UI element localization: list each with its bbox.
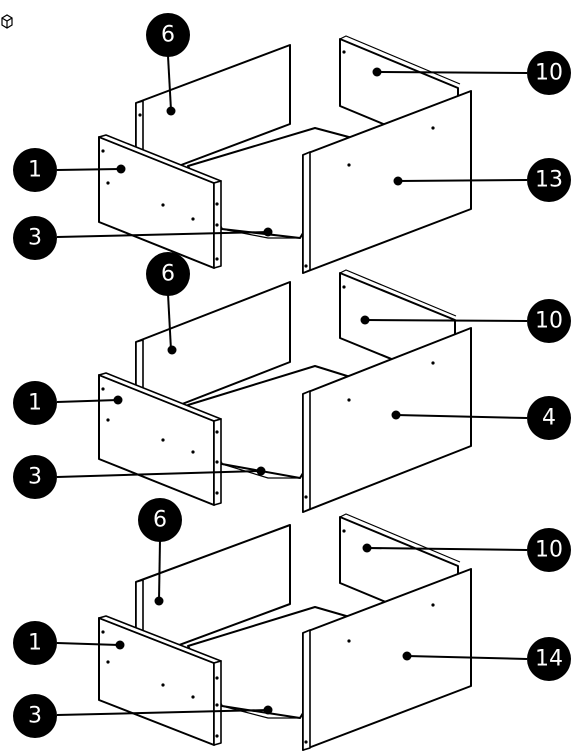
callout-3-bottom: 3	[13, 694, 57, 738]
callout-1-middle: 1	[13, 381, 57, 425]
svg-text:1: 1	[28, 158, 42, 183]
svg-text:1: 1	[28, 631, 42, 656]
svg-text:6: 6	[161, 262, 175, 287]
svg-text:6: 6	[161, 23, 175, 48]
callout-10-top: 10	[527, 51, 571, 95]
callout-3-top: 3	[13, 216, 57, 260]
svg-text:10: 10	[535, 61, 563, 86]
callout-3-middle: 3	[13, 455, 57, 499]
svg-text:14: 14	[535, 647, 563, 672]
callout-10-middle: 10	[527, 299, 571, 343]
cube-icon	[1, 14, 13, 29]
left-side-panel	[98, 615, 222, 746]
svg-text:4: 4	[542, 406, 556, 431]
svg-text:1: 1	[28, 391, 42, 416]
callout-13-top: 13	[527, 158, 571, 202]
callout-14-bottom: 14	[527, 637, 571, 681]
right-side-panel	[302, 568, 472, 751]
callout-6-bottom: 6	[138, 498, 182, 542]
callout-6-middle: 6	[146, 252, 190, 296]
callout-6-top: 6	[146, 13, 190, 57]
right-side-panel	[302, 90, 472, 274]
callout-4-middle: 4	[527, 396, 571, 440]
svg-text:6: 6	[153, 508, 167, 533]
svg-text:13: 13	[535, 168, 563, 193]
svg-text:10: 10	[535, 309, 563, 334]
callout-10-bottom: 10	[527, 528, 571, 572]
drawer-assembly-top	[98, 35, 472, 274]
left-side-panel	[98, 134, 222, 269]
drawer-assembly-bottom	[98, 513, 472, 751]
right-side-panel	[302, 327, 472, 513]
svg-text:3: 3	[28, 465, 42, 490]
drawer-assembly-middle	[98, 269, 472, 513]
svg-text:10: 10	[535, 538, 563, 563]
svg-text:3: 3	[28, 704, 42, 729]
callout-1-bottom: 1	[13, 621, 57, 665]
svg-text:3: 3	[28, 226, 42, 251]
callout-1-top: 1	[13, 148, 57, 192]
callout-leaders	[56, 55, 528, 716]
